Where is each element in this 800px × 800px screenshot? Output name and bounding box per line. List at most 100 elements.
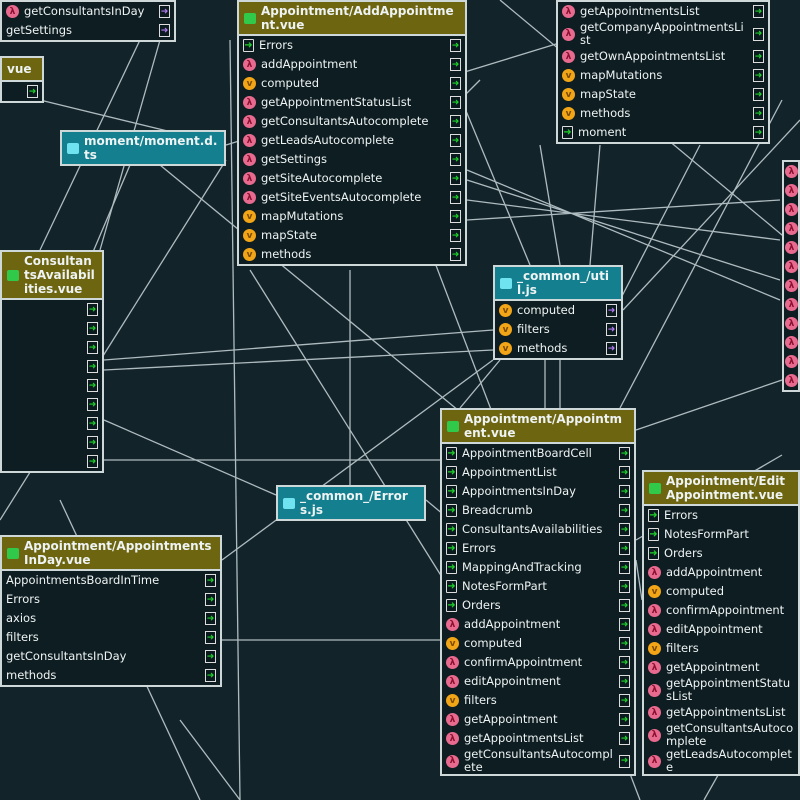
port-icon[interactable]: ➜ [753,88,764,101]
member-row[interactable]: getSettings➜ [2,21,174,40]
member-row[interactable]: λ [784,238,798,257]
member-row[interactable]: ➜Errors➜ [239,36,465,55]
port-icon[interactable]: ➜ [450,39,461,52]
member-row[interactable]: ➜ConsultantsAvailabilities➜ [442,520,634,539]
port-icon[interactable]: ➜ [159,5,170,18]
member-row[interactable]: ➜ [2,395,102,414]
port-icon[interactable]: ➜ [606,342,617,355]
member-row[interactable]: ➜Orders [644,544,798,563]
port-icon[interactable]: ➜ [450,115,461,128]
port-icon[interactable]: ➜ [753,107,764,120]
member-row[interactable]: ➜AppointmentBoardCell➜ [442,444,634,463]
port-icon[interactable]: ➜ [619,485,630,498]
member-row[interactable]: λ [784,219,798,238]
member-row[interactable]: λ [784,295,798,314]
member-row[interactable]: λ [784,314,798,333]
port-icon[interactable]: ➜ [753,5,764,18]
member-row[interactable]: ➜NotesFormPart➜ [442,577,634,596]
port-icon[interactable]: ➜ [619,675,630,688]
member-row[interactable]: ➜AppointmentsInDay➜ [442,482,634,501]
port-icon[interactable]: ➜ [619,694,630,707]
member-row[interactable]: λ [784,181,798,200]
member-row[interactable]: λ [784,276,798,295]
node-header[interactable]: moment/moment.d.ts [62,132,224,164]
node-header[interactable]: Appointment/EditAppointment.vue [644,472,798,506]
port-icon[interactable]: ➜ [87,436,98,449]
port-icon[interactable]: ➜ [753,69,764,82]
port-icon[interactable]: ➜ [619,637,630,650]
port-icon[interactable]: ➜ [619,732,630,745]
port-icon[interactable]: ➜ [87,455,98,468]
availabilities-node[interactable]: ConsultantsAvailabilities.vue➜➜➜➜➜➜➜➜➜ [0,250,104,473]
port-icon[interactable]: ➜ [87,398,98,411]
port-icon[interactable]: ➜ [27,85,38,98]
member-row[interactable]: ➜ [2,433,102,452]
member-row[interactable]: λ [784,162,798,181]
member-row[interactable]: ➜AppointmentList➜ [442,463,634,482]
port-icon[interactable]: ➜ [619,754,630,768]
member-row[interactable]: λ [784,333,798,352]
port-icon[interactable]: ➜ [619,447,630,460]
port-icon[interactable]: ➜ [450,172,461,185]
member-row[interactable]: ➜ [2,338,102,357]
member-row[interactable]: ➜ [2,452,102,471]
port-icon[interactable]: ➜ [450,77,461,90]
node-header[interactable]: vue [2,58,42,82]
port-icon[interactable]: ➜ [753,27,764,41]
node-header[interactable]: ConsultantsAvailabilities.vue [2,252,102,300]
port-icon[interactable]: ➜ [205,669,216,682]
port-icon[interactable]: ➜ [87,360,98,373]
node-header[interactable]: Appointment/AppointmentsInDay.vue [2,537,220,571]
port-icon[interactable]: ➜ [753,50,764,63]
member-row[interactable]: ➜ [2,376,102,395]
port-icon[interactable]: ➜ [205,574,216,587]
port-icon[interactable]: ➜ [450,153,461,166]
member-row[interactable]: ➜ [2,319,102,338]
member-row[interactable]: AppointmentsBoardInTime➜ [2,571,220,590]
member-row[interactable]: methods➜ [2,666,220,685]
port-icon[interactable]: ➜ [87,341,98,354]
appointment-node[interactable]: Appointment/Appointment.vue➜AppointmentB… [440,408,636,776]
port-icon[interactable]: ➜ [619,656,630,669]
node-header[interactable]: _common_/Errors.js [278,487,424,519]
port-icon[interactable]: ➜ [619,618,630,631]
member-row[interactable]: ➜Errors [644,506,798,525]
port-icon[interactable]: ➜ [450,248,461,261]
port-icon[interactable]: ➜ [606,323,617,336]
port-icon[interactable]: ➜ [619,713,630,726]
port-icon[interactable]: ➜ [606,304,617,317]
port-icon[interactable]: ➜ [87,322,98,335]
moment-node[interactable]: moment/moment.d.ts [60,130,226,166]
member-row[interactable]: ➜Breadcrumb➜ [442,501,634,520]
port-icon[interactable]: ➜ [205,612,216,625]
member-row[interactable]: ➜moment➜ [558,123,768,142]
small-vue-node[interactable]: vue ➜ [0,56,44,103]
member-row[interactable]: filters➜ [2,628,220,647]
